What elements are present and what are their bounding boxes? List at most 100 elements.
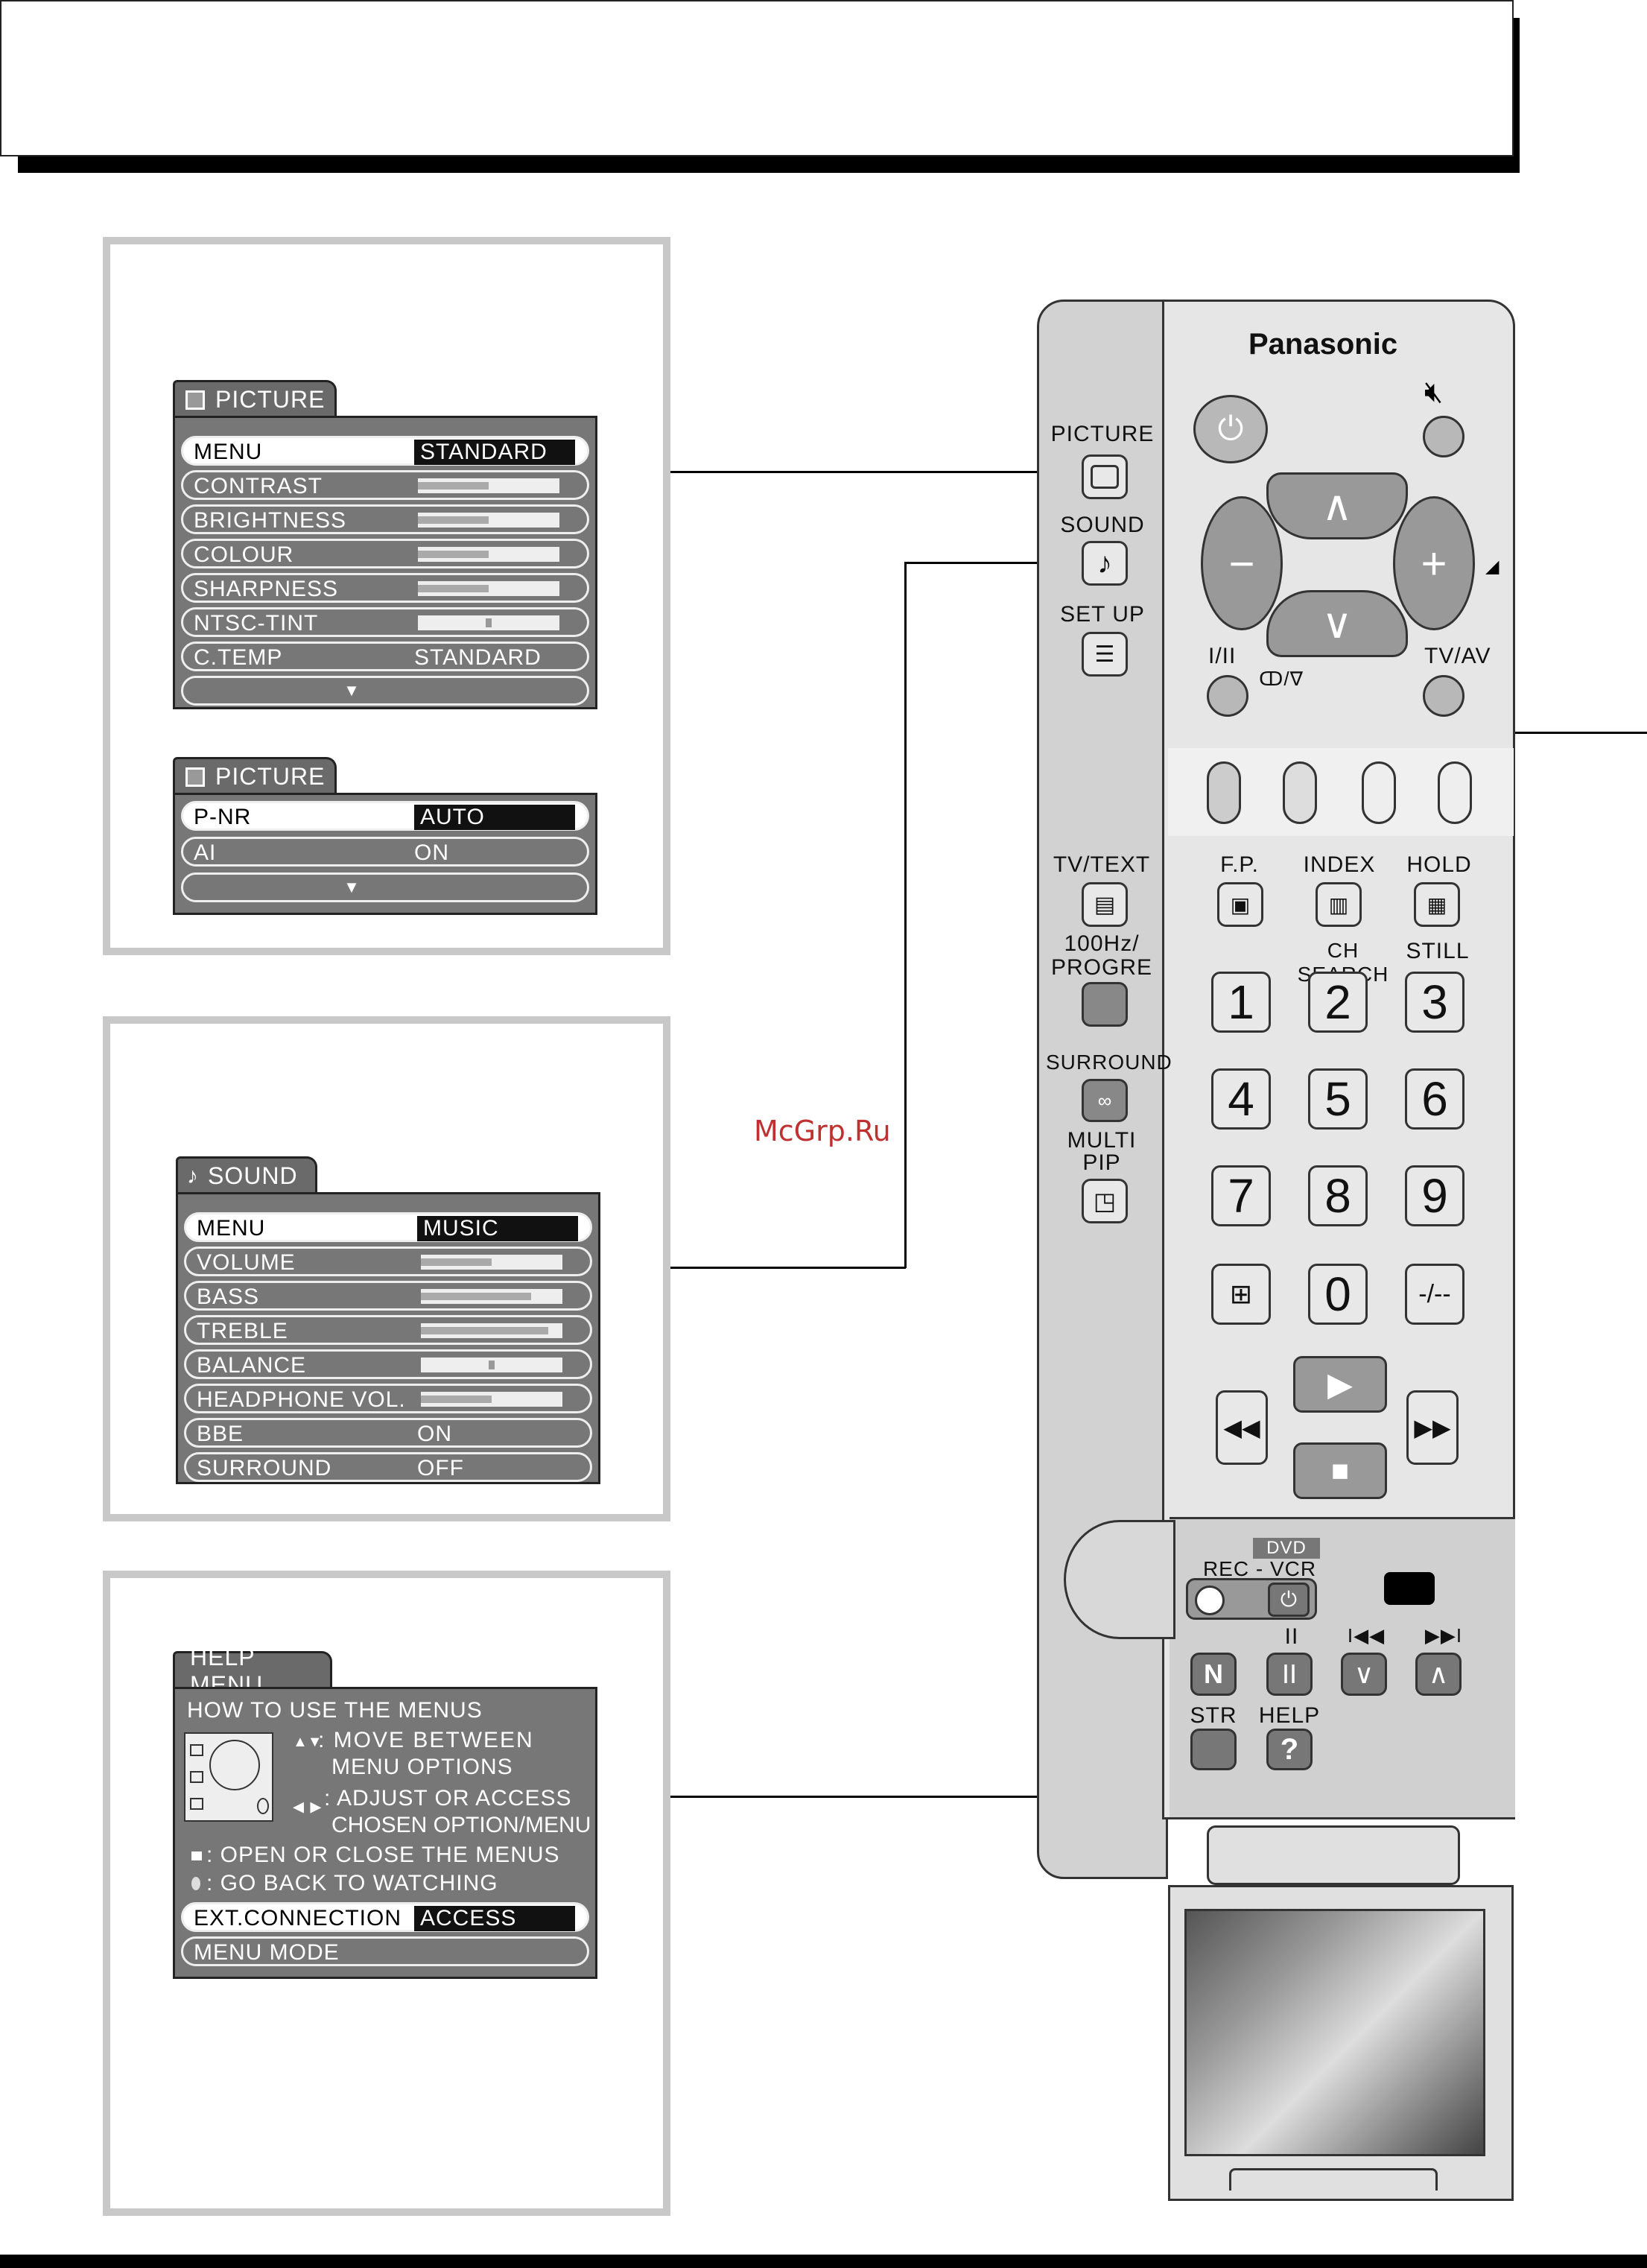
setup-button[interactable]: ☰: [1082, 632, 1128, 677]
help-button[interactable]: ?: [1266, 1729, 1313, 1770]
level-marker: [486, 618, 492, 627]
help-line2a: : ADJUST OR ACCESS: [324, 1786, 572, 1811]
volume-up-button[interactable]: +: [1393, 496, 1475, 630]
menu-row-bass[interactable]: BASS: [184, 1281, 592, 1311]
stop-button[interactable]: ■: [1293, 1442, 1387, 1499]
menu-row-label: C.TEMP: [194, 645, 283, 670]
menu-row-treble[interactable]: TREBLE: [184, 1315, 592, 1345]
menu-row-ntsc-tint[interactable]: NTSC-TINT: [181, 607, 589, 637]
picture-button[interactable]: [1082, 454, 1128, 499]
digit-1-button[interactable]: 1: [1211, 972, 1271, 1033]
hz-button[interactable]: [1082, 982, 1128, 1027]
n-button[interactable]: N: [1190, 1653, 1237, 1696]
mode-button[interactable]: ⊞: [1211, 1264, 1271, 1325]
more-row[interactable]: ▼: [181, 676, 589, 706]
help-label: HELP: [1258, 1703, 1321, 1728]
minus-icon: −: [1228, 538, 1255, 589]
tvtext-button[interactable]: ▤: [1082, 882, 1128, 927]
hz-label: 100Hz/: [1064, 931, 1140, 956]
digit-8-button[interactable]: 8: [1308, 1165, 1368, 1226]
menu-row-sharpness[interactable]: SHARPNESS: [181, 573, 589, 603]
rewind-icon: ◀◀: [1223, 1414, 1260, 1441]
more-row[interactable]: ▼: [181, 872, 589, 902]
play-button[interactable]: ▶: [1293, 1356, 1387, 1413]
menu-row-label: EXT.CONNECTION: [194, 1906, 402, 1930]
tvav-button[interactable]: [1423, 675, 1464, 717]
channel-up-button[interactable]: ∧: [1266, 472, 1408, 539]
help-line4: : GO BACK TO WATCHING: [206, 1871, 498, 1895]
skip-down-button[interactable]: ∨: [1341, 1653, 1387, 1696]
digit-9-button[interactable]: 9: [1405, 1165, 1464, 1226]
pip-button[interactable]: ◳: [1082, 1179, 1128, 1223]
help-line2b: CHOSEN OPTION/MENU: [331, 1813, 591, 1837]
menu-row-balance[interactable]: BALANCE: [184, 1349, 592, 1379]
str-button[interactable]: [1190, 1729, 1237, 1770]
digit-0-button[interactable]: 0: [1308, 1264, 1368, 1325]
sound-button[interactable]: ♪: [1082, 541, 1128, 586]
level-fill: [421, 1327, 548, 1334]
digit-7-button[interactable]: 7: [1211, 1165, 1271, 1226]
menu-row-volume[interactable]: VOLUME: [184, 1247, 592, 1276]
yellow-key[interactable]: [1362, 761, 1396, 824]
dvd-vcr-switch[interactable]: [1384, 1572, 1435, 1605]
sound-label: SOUND: [1060, 513, 1145, 537]
level-bar: [418, 615, 559, 630]
i-ii-button[interactable]: [1207, 675, 1248, 717]
picture-menu2-tab: PICTURE: [173, 757, 337, 794]
level-bar: [421, 1323, 562, 1338]
skip-up-button[interactable]: ∧: [1415, 1653, 1462, 1696]
rewind-button[interactable]: ◀◀: [1216, 1390, 1268, 1465]
digit-5-button[interactable]: 5: [1308, 1068, 1368, 1130]
digit-8-label: 8: [1324, 1169, 1351, 1223]
pause-label: II: [1284, 1624, 1299, 1649]
green-key[interactable]: [1283, 761, 1317, 824]
digit-3-button[interactable]: 3: [1405, 972, 1464, 1033]
power-button[interactable]: ⏻: [1193, 395, 1268, 463]
mute-icon: 🔇︎: [1424, 376, 1444, 408]
progre-label: PROGRE: [1050, 955, 1153, 980]
dash-label: -/--: [1418, 1279, 1451, 1308]
menu-row-headphone-vol-[interactable]: HEADPHONE VOL.: [184, 1384, 592, 1413]
str-label: STR: [1190, 1703, 1237, 1728]
pause-button[interactable]: II: [1266, 1653, 1313, 1696]
menu-row-colour[interactable]: COLOUR: [181, 539, 589, 568]
menu-row-brightness[interactable]: BRIGHTNESS: [181, 504, 589, 534]
index-icon: ▥: [1328, 893, 1349, 916]
channel-down-button[interactable]: ∨: [1266, 590, 1408, 657]
fp-button[interactable]: ▣: [1217, 882, 1263, 927]
volume-down-button[interactable]: −: [1201, 496, 1283, 630]
digit-2-button[interactable]: 2: [1308, 972, 1368, 1033]
fast-forward-button[interactable]: ▶▶: [1406, 1390, 1459, 1465]
digit-4-button[interactable]: 4: [1211, 1068, 1271, 1130]
surround-button[interactable]: ∞: [1082, 1079, 1128, 1122]
hold-button[interactable]: ▦: [1414, 882, 1460, 927]
vcr-power-button[interactable]: ⏻: [1268, 1583, 1310, 1617]
power-icon: ⏻: [1217, 411, 1244, 447]
blue-key[interactable]: [1438, 761, 1472, 824]
mute-button[interactable]: [1423, 416, 1464, 457]
menu-row-contrast[interactable]: CONTRAST: [181, 470, 589, 500]
record-button[interactable]: [1195, 1586, 1225, 1615]
index-button[interactable]: ▥: [1316, 882, 1362, 927]
menu-row-label: HEADPHONE VOL.: [197, 1387, 406, 1412]
level-bar: [418, 478, 559, 493]
digit-2-label: 2: [1324, 975, 1351, 1029]
red-key[interactable]: [1207, 761, 1241, 824]
digit-6-button[interactable]: 6: [1405, 1068, 1464, 1130]
tvtext-label: TV/TEXT: [1053, 852, 1151, 877]
menu-row-label: NTSC-TINT: [194, 611, 319, 636]
menu-row-menu-mode[interactable]: MENU MODE: [181, 1936, 589, 1966]
level-fill: [418, 516, 489, 524]
stop-icon: ■: [1330, 1454, 1350, 1487]
level-marker: [489, 1361, 495, 1369]
dash-button[interactable]: -/--: [1405, 1264, 1464, 1325]
